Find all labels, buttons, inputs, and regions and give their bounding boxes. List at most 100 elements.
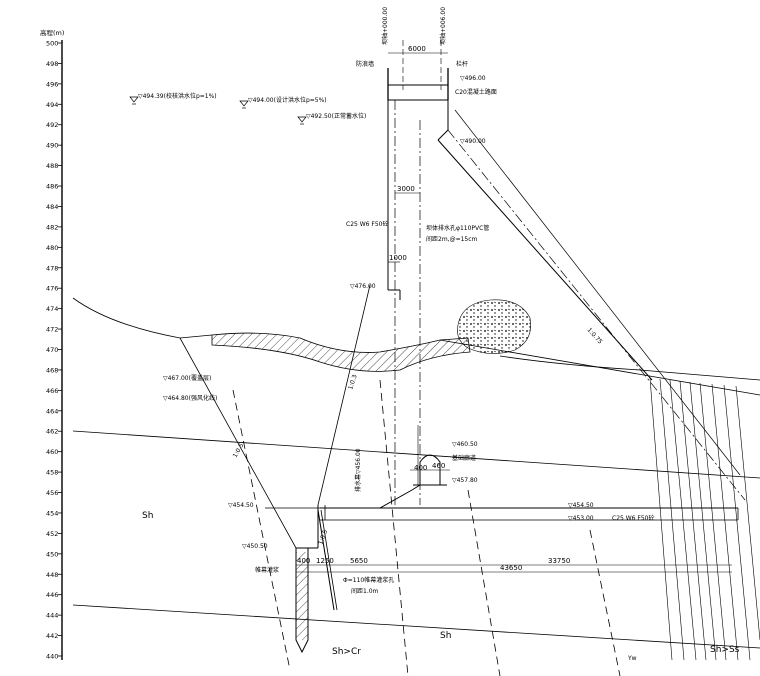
axis-tick-label: 496: [46, 80, 58, 88]
axis-tick-label: 452: [46, 530, 58, 538]
dim-5650: 5650: [350, 557, 368, 565]
left-mid-slope: [317, 284, 371, 506]
grout-curtain-fill: [296, 552, 308, 640]
axis-tick-label: 484: [46, 203, 58, 211]
axis-title: 高程(m): [40, 28, 64, 37]
elev-454-right: ▽454.50: [568, 502, 594, 509]
rock-label-sh-cr: Sh>Cr: [332, 647, 361, 657]
axis-tick-label: 490: [46, 142, 58, 150]
terrain-lines: [72, 284, 760, 676]
axis-tick-label: 442: [46, 632, 58, 640]
core-width-dim: 3000: [397, 185, 415, 193]
rock-label-sh-left: Sh: [142, 511, 153, 521]
gallery-height: 460: [432, 462, 445, 470]
elev-454-left: ▽454.50: [228, 502, 254, 509]
axis-tick-label: 482: [46, 223, 58, 231]
cut-line-1: [232, 389, 291, 671]
crest-elevation: ▽496.00: [460, 75, 486, 82]
railing-label: 栏杆: [456, 60, 468, 68]
axis-tick-label: 488: [46, 162, 58, 170]
slope-toe: 1:0.5: [317, 529, 329, 546]
foundation-conc: C25 W6 F50砼: [612, 514, 654, 522]
axis-tick-label: 470: [46, 346, 58, 354]
water-level-check: ▽494.39(校核洪水位p=1%): [138, 92, 217, 100]
axis-tick-label: 456: [46, 489, 58, 497]
grout-curtain: 帷幕灌浆: [255, 566, 279, 574]
parapet-label: 防浪墙: [356, 60, 374, 68]
drain-note-2: 间距2m,@=15cm: [426, 235, 478, 243]
vegetation-mass: [457, 299, 531, 354]
axis-tick-label: 458: [46, 469, 58, 477]
water-level-design: ▽494.00(设计洪水位p=5%): [248, 96, 327, 104]
axis-tick-label: 446: [46, 591, 58, 599]
gallery-elev: ▽460.50: [452, 441, 478, 448]
axis-tick-label: 462: [46, 428, 58, 436]
ground-right: [499, 355, 760, 381]
elev-453: ▽453.00: [568, 515, 594, 522]
axis-tick-label: 476: [46, 285, 58, 293]
axis-tick-label: 478: [46, 264, 58, 272]
dim-43650: 43650: [500, 564, 522, 572]
crest-concrete: C20混凝土路面: [455, 88, 497, 96]
dim-33750: 33750: [548, 557, 570, 565]
elev-450: ▽450.50: [242, 543, 268, 550]
weathering-line-left: [72, 430, 760, 479]
axis-tick-label: 486: [46, 183, 58, 191]
anchor-note-1: Φ=110帷幕灌浆孔: [343, 576, 394, 584]
cut-line-3: [467, 489, 501, 676]
axis-tick-label: 460: [46, 448, 58, 456]
water-level-normal: ▽492.50(正常蓄水位): [306, 112, 366, 120]
axis-tick-label: 498: [46, 60, 58, 68]
cut-line-2: [379, 379, 409, 676]
overburden-band: [211, 332, 471, 372]
elev-464: ▽464.80(强风化线): [163, 394, 217, 402]
step-dim: 1000: [389, 254, 407, 262]
dim-1250: 1250: [316, 557, 334, 565]
station-right: 坝轴+006.00: [439, 7, 447, 45]
crest-width-dim: 6000: [408, 45, 426, 53]
axis-tick-label: 494: [46, 101, 58, 109]
elev-476: ▽476.00: [350, 283, 376, 290]
gallery-floor: ▽457.80: [452, 477, 478, 484]
left-abutment-excavation: [179, 337, 297, 549]
rock-line-bottom: [72, 604, 760, 649]
cut-line-4: [589, 529, 621, 676]
axis-tick-label: 474: [46, 305, 58, 313]
gallery-width: 400: [414, 464, 427, 472]
axis-tick-label: 450: [46, 550, 58, 558]
gallery-name: 基础廊道: [452, 454, 476, 462]
slope-mid: 1:0.3: [347, 374, 358, 391]
axis-tick-label: 500: [46, 40, 58, 48]
bedding-hatch: [649, 377, 760, 661]
axis-tick-label: 468: [46, 366, 58, 374]
elevation-axis: 高程(m) 500 498 496 494 492 490 488 486 484 482 480 4…: [40, 28, 64, 661]
berm-elevation: ▽490.00: [460, 138, 486, 145]
concrete-label: C25 W6 F50砼: [346, 220, 388, 228]
axis-tick-label: 444: [46, 612, 58, 620]
axis-tick-label: 472: [46, 326, 58, 334]
anchor-note-2: 间距1.0m: [351, 587, 379, 595]
axis-tick-label: 448: [46, 571, 58, 579]
axis-tick-label: 464: [46, 407, 58, 415]
station-left: 坝轴+000.00: [381, 7, 389, 45]
axis-tick-label: 466: [46, 387, 58, 395]
dimension-lines: [296, 52, 732, 573]
original-ground-line: [72, 297, 213, 339]
axis-tick-label: 440: [46, 653, 58, 661]
elev-467: ▽467.00(覆盖层): [163, 374, 211, 382]
rock-label-sh-bottom: Sh: [440, 631, 451, 641]
axis-tick-label: 492: [46, 121, 58, 129]
axis-tick-label: 454: [46, 509, 58, 517]
dam-body: [265, 40, 746, 654]
drain-note-1: 坝体排水孔φ110PVC管: [426, 224, 489, 232]
slope-left: 1:0.5: [232, 442, 246, 459]
label-layer: ▽494.39(校核洪水位p=1%) ▽494.00(设计洪水位p=5%) ▽4…: [138, 7, 740, 662]
drain-curtain: 排水幕▽456.00: [354, 448, 362, 492]
rock-label-sh-ss: Sh>Ss: [710, 645, 740, 655]
axis-tick-label: 480: [46, 244, 58, 252]
slope-right: 1:0.75: [586, 327, 604, 346]
dim-400: 400: [297, 557, 310, 565]
rock-label-small: Yw: [627, 655, 637, 662]
water-level-markers: [129, 96, 307, 125]
